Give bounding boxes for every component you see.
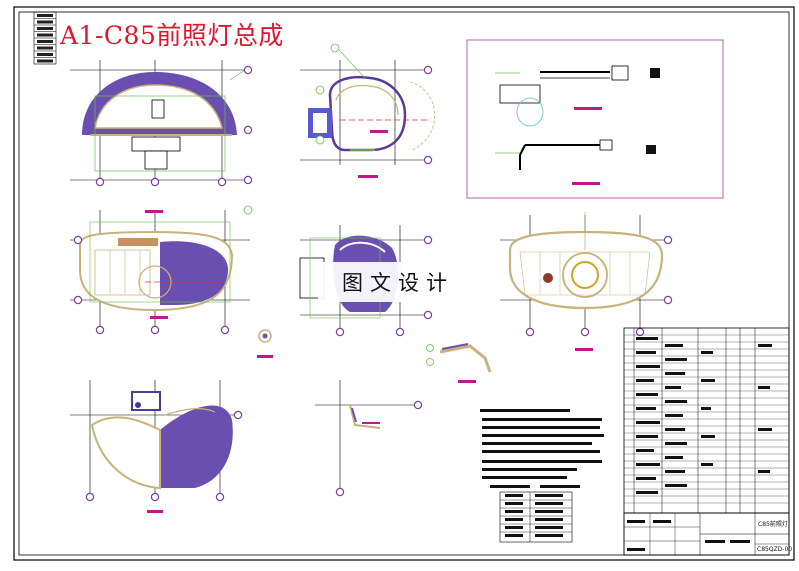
title-block: C85前照灯 C85QZD-00 (623, 512, 792, 556)
view-bottom-middle (315, 380, 423, 497)
view-top-left (70, 60, 253, 187)
revision-table (33, 11, 57, 65)
title-block-name: C85前照灯 (758, 520, 788, 528)
watermark-label: 图文设计 (318, 262, 478, 302)
outer-frame (13, 6, 795, 561)
view-mid-right (500, 212, 673, 351)
drawing-title: A1-C85前照灯总成 (60, 21, 284, 50)
technical-notes (480, 409, 604, 488)
view-top-middle (300, 43, 436, 178)
detail-small-middle (426, 343, 492, 383)
tolerance-table (499, 491, 573, 543)
view-mid-left (70, 205, 253, 335)
view-top-right (466, 39, 724, 199)
parts-list (623, 327, 790, 514)
title-block-code: C85QZD-00 (757, 546, 792, 553)
detail-small-left (257, 329, 273, 358)
inner-frame (18, 11, 790, 556)
view-bottom-left (70, 380, 243, 513)
